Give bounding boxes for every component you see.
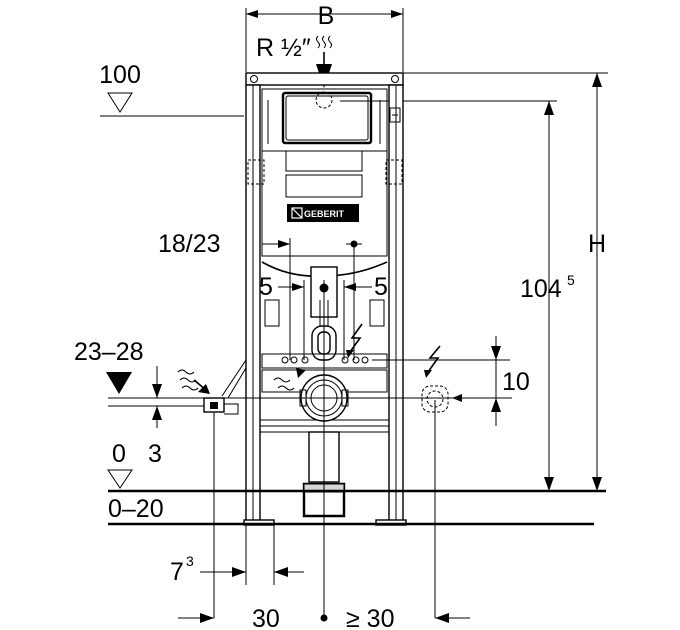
geberit-logo-text: GEBERIT bbox=[304, 209, 345, 219]
label-5-left: 5 bbox=[259, 273, 273, 301]
dim-ge-30: ≥ 30 bbox=[346, 605, 470, 630]
label-5-right: 5 bbox=[374, 273, 388, 301]
label-level-0: 0 bbox=[112, 440, 126, 468]
cistern: GEBERIT bbox=[261, 88, 401, 257]
label-23-28: 23–28 bbox=[74, 338, 144, 366]
electric-socket bbox=[421, 385, 462, 413]
dim-23-28: 23–28 bbox=[74, 338, 162, 398]
dim-b: B bbox=[245, 2, 404, 72]
label-b: B bbox=[318, 2, 335, 30]
geberit-logo bbox=[287, 204, 359, 222]
floor-level: 0 0–20 bbox=[107, 440, 606, 526]
lightning-icon-frame bbox=[346, 323, 363, 358]
label-10: 10 bbox=[502, 368, 530, 396]
label-104: 104 bbox=[520, 275, 562, 303]
label-0-20: 0–20 bbox=[108, 495, 164, 523]
label-104-sup: 5 bbox=[567, 272, 575, 288]
label-7-sup: 3 bbox=[186, 553, 194, 569]
support-leg bbox=[203, 359, 247, 415]
dim-h: H bbox=[400, 72, 608, 491]
lightning-icon bbox=[424, 345, 441, 378]
water-wave-icon bbox=[273, 368, 306, 391]
label-r-half: R ½″ bbox=[256, 34, 311, 62]
dim-18-23: 18/23 bbox=[158, 230, 362, 360]
drain-wave-icon bbox=[177, 369, 210, 394]
dim-10: 10 bbox=[491, 336, 530, 426]
dim-104: 104 5 bbox=[340, 100, 575, 491]
dim-30: 30 bbox=[178, 605, 328, 630]
label-ge-30: ≥ 30 bbox=[346, 605, 394, 630]
label-level-100: 100 bbox=[99, 61, 141, 89]
dim-3: 3 bbox=[108, 405, 214, 468]
label-30: 30 bbox=[252, 605, 280, 630]
installation-frame bbox=[243, 72, 407, 526]
label-h: H bbox=[588, 230, 606, 258]
label-3: 3 bbox=[148, 440, 162, 468]
dim-5-left: 5 bbox=[259, 273, 305, 360]
level-100-marker: 100 bbox=[99, 61, 244, 117]
dim-7: 7 3 bbox=[170, 553, 304, 586]
label-7: 7 bbox=[170, 558, 184, 586]
dim-5-right: 5 bbox=[343, 273, 388, 360]
label-18-23: 18/23 bbox=[158, 230, 221, 258]
